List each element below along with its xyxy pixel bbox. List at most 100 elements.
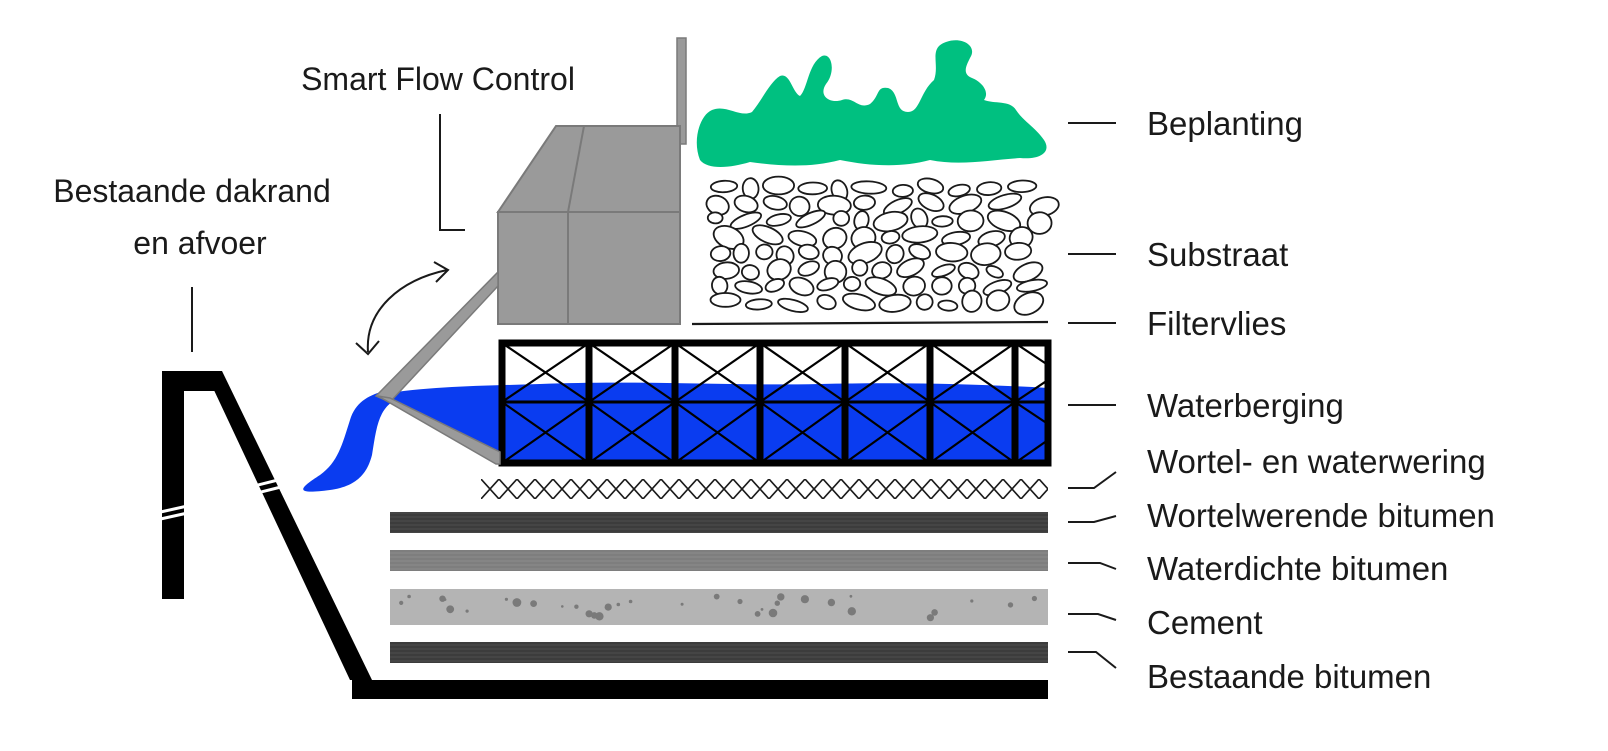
substrate-pebble	[931, 215, 954, 228]
cement-speckle	[407, 594, 411, 599]
substrate-pebble	[751, 224, 784, 246]
cement-speckle	[760, 608, 764, 611]
substrate-pebble	[787, 229, 818, 248]
cement-speckle	[616, 602, 621, 607]
substrate-pebble	[915, 293, 934, 311]
substrate-pebble	[734, 280, 763, 295]
substrate-pebble	[816, 293, 837, 311]
cement-speckle	[768, 608, 778, 618]
leader-root-resistant-bitumen	[1068, 515, 1117, 523]
substrate-pebble	[851, 259, 869, 277]
cement-speckle	[827, 598, 836, 607]
substrate-pebble	[788, 276, 815, 297]
label-existing-roof-edge-line1: Bestaande dakrand	[53, 173, 331, 209]
substrate-pebble	[764, 278, 785, 293]
substrate-pebble	[816, 277, 840, 292]
leader-smart-flow-control	[439, 114, 465, 231]
substrate-pebble	[762, 175, 796, 196]
cement-speckle	[446, 605, 455, 614]
cement-speckle	[754, 611, 761, 617]
substrate-pebble	[732, 243, 750, 264]
cement-speckle	[713, 593, 720, 600]
cement-speckle	[585, 610, 593, 618]
substrate-pebble	[842, 292, 876, 312]
substrate-pebble	[762, 195, 788, 211]
flow-direction-arrow	[355, 261, 450, 356]
cement-speckle	[604, 603, 612, 611]
substrate-pebble	[902, 275, 926, 297]
substrate-pebble	[709, 292, 742, 308]
label-substrate: Substraat	[1147, 236, 1288, 273]
substrate-pebble	[766, 258, 792, 281]
substrate-pebble	[896, 257, 925, 278]
substrate-pebble	[1004, 241, 1033, 261]
substrate-pebble	[842, 275, 862, 292]
label-smart-flow-control: Smart Flow Control	[301, 61, 575, 97]
substrate-pebble	[878, 293, 912, 313]
roof-edge-structure	[155, 371, 1048, 699]
cement-speckle	[777, 593, 785, 601]
cement-speckle	[970, 599, 974, 603]
substrate-pebble	[937, 299, 959, 312]
filter-fleece-layer	[691, 320, 1049, 326]
substrate-pebble	[1026, 211, 1053, 235]
label-planting: Beplanting	[1147, 105, 1303, 142]
substrate-pebble	[864, 276, 898, 297]
substrate-pebble	[901, 225, 939, 244]
label-filter-fleece: Filtervlies	[1147, 305, 1286, 342]
smart-flow-control-device	[374, 37, 687, 465]
waterproof-bitumen-layer	[390, 550, 1048, 571]
substrate-pebble	[740, 264, 760, 281]
substrate-pebble	[797, 181, 829, 196]
substrate-pebble	[744, 298, 773, 311]
substrate-pebble	[822, 226, 848, 250]
cement-speckle	[561, 605, 564, 608]
label-water-storage: Waterberging	[1147, 387, 1344, 424]
substrate-pebble	[931, 276, 953, 296]
substrate-pebble	[947, 183, 971, 198]
cement-speckle	[847, 607, 856, 616]
substrate-pebble	[755, 243, 774, 261]
substrate-pebble	[797, 243, 820, 261]
root-resistant-bitumen-layer	[390, 512, 1048, 533]
cement-speckle	[399, 600, 404, 606]
substrate-pebble	[935, 242, 969, 263]
substrate-pebble	[712, 261, 740, 280]
leader-waterproof-bitumen	[1068, 562, 1117, 570]
substrate-pebble	[987, 192, 1023, 211]
layer-legend: Beplanting Substraat Filtervlies Waterbe…	[1068, 105, 1495, 695]
leader-cement	[1068, 613, 1117, 621]
cement-speckle	[574, 604, 579, 609]
substrate-pebble	[847, 241, 883, 266]
substrate-pebble	[970, 242, 1002, 266]
cement-speckle	[774, 600, 780, 606]
label-existing-bitumen: Bestaande bitumen	[1147, 658, 1431, 695]
substrate-pebble	[985, 289, 1011, 312]
substrate-pebble	[832, 210, 851, 227]
leader-existing-bitumen	[1068, 651, 1117, 669]
cement-speckle	[439, 595, 446, 602]
water-storage-frame	[498, 339, 1052, 467]
cement-speckle	[737, 598, 743, 605]
substrate-pebble	[985, 265, 1004, 279]
label-root-resistant-bitumen: Wortelwerende bitumen	[1147, 497, 1495, 534]
cement-speckle	[530, 600, 537, 607]
cement-speckle	[504, 597, 508, 601]
planting-layer	[696, 40, 1047, 167]
existing-bitumen-layer	[390, 642, 1048, 663]
cement-speckle	[628, 599, 633, 604]
substrate-pebble	[917, 192, 945, 212]
cement-speckle	[680, 602, 684, 606]
substrate-pebble	[961, 289, 983, 313]
substrate-pebble	[880, 230, 901, 245]
substrate-pebble	[709, 179, 739, 194]
cement-speckle	[1007, 602, 1014, 608]
leader-root-water-barrier	[1068, 471, 1117, 489]
substrate-pebble	[709, 245, 732, 262]
cement-speckle	[595, 612, 604, 621]
substrate-pebble	[765, 213, 792, 227]
cement-speckle	[800, 595, 810, 604]
root-water-barrier-layer	[481, 479, 1048, 499]
substrate-pebble	[1016, 278, 1048, 293]
